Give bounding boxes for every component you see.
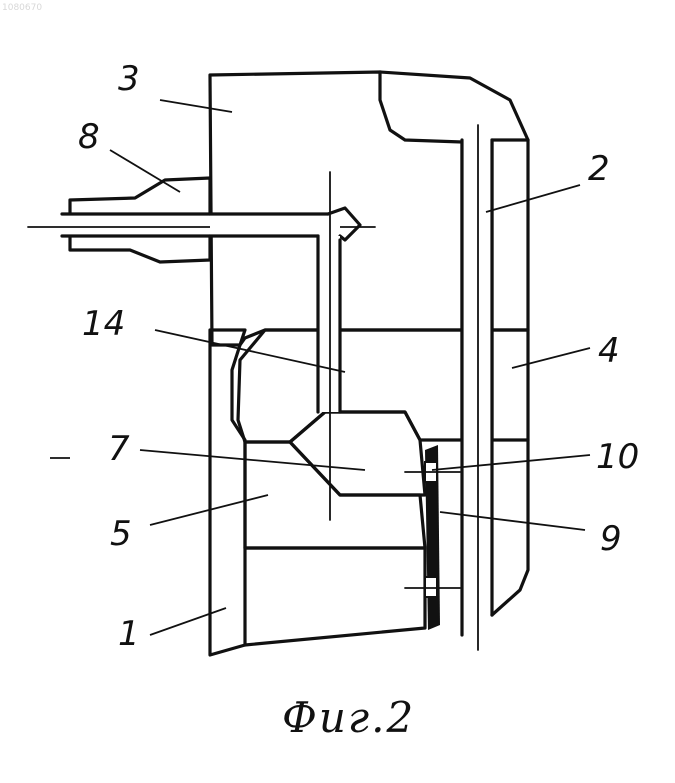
bore-2 — [462, 140, 492, 635]
label-8: 8 — [78, 117, 100, 157]
right-contour-lower — [492, 440, 528, 615]
chamber-7 — [290, 412, 425, 495]
part-right-casing-upper — [492, 140, 528, 330]
label-7: 7 — [108, 429, 130, 469]
bottom-cavity — [245, 548, 425, 645]
label-14: 14 — [82, 304, 125, 344]
label-5: 5 — [110, 514, 132, 554]
leader-2 — [486, 185, 580, 212]
top-right-contour — [380, 72, 528, 140]
fitting-bore — [62, 214, 212, 236]
label-4: 4 — [598, 331, 620, 371]
watermark-text: 1080670 — [2, 3, 42, 13]
channel-vertical — [318, 236, 340, 412]
port-lower — [425, 577, 437, 597]
leader-10 — [432, 455, 590, 470]
figure-caption: Фиг.2 — [282, 693, 415, 742]
leader-1 — [150, 608, 226, 635]
label-2: 2 — [588, 149, 610, 189]
label-3: 3 — [118, 59, 140, 99]
part-4-ring — [492, 330, 528, 440]
label-10: 10 — [596, 437, 639, 477]
leader-8 — [110, 150, 180, 192]
channel-horizontal — [210, 214, 340, 236]
label-9: 9 — [600, 519, 622, 559]
part-14-insert — [238, 330, 462, 442]
leader-7 — [140, 450, 365, 470]
leader-3 — [160, 100, 232, 112]
leader-4 — [512, 348, 590, 368]
label-1: 1 — [118, 614, 140, 654]
